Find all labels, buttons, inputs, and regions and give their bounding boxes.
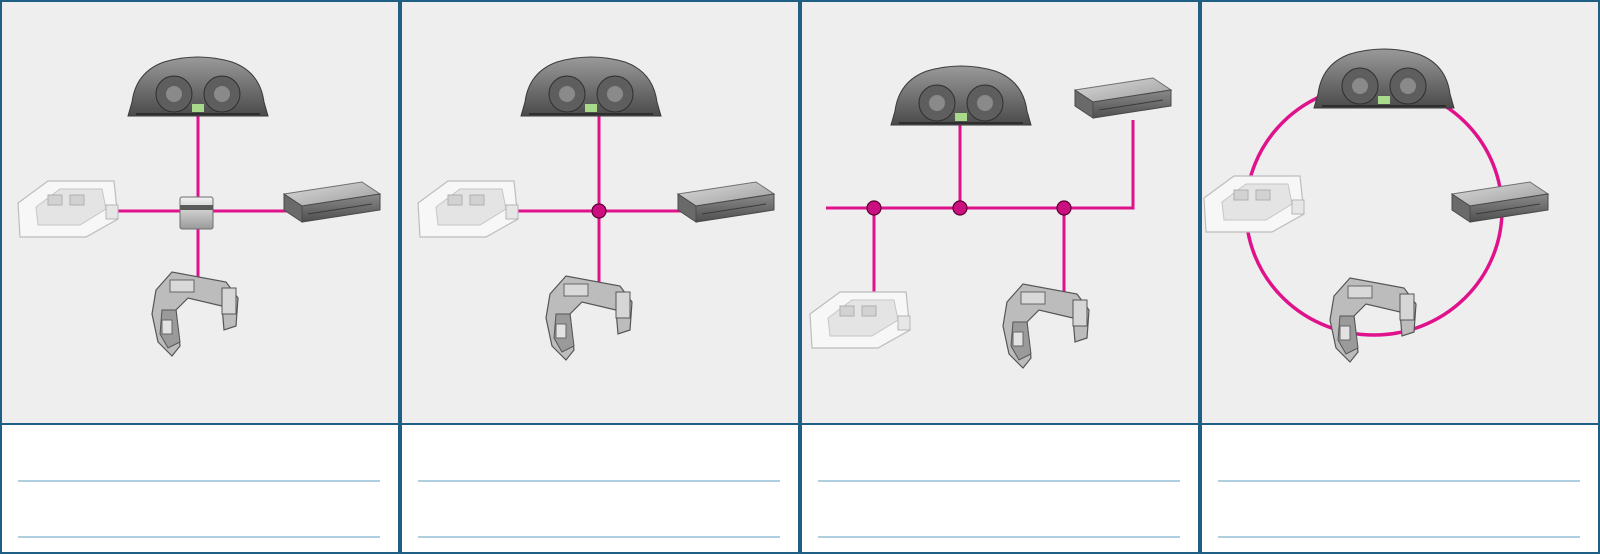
junction-node: [591, 203, 607, 219]
gateway-module: [676, 181, 776, 223]
panel-ring: [1200, 0, 1600, 554]
gateway-module: [1450, 181, 1550, 223]
panel-star-hub: [0, 0, 400, 554]
bus-wiring: [826, 120, 1135, 296]
answer-area: [0, 423, 400, 554]
control-module: [17, 180, 119, 238]
junction-node: [866, 200, 882, 216]
instrument-cluster: [1313, 48, 1455, 109]
control-module: [1203, 175, 1305, 233]
steering-column-unit: [151, 271, 239, 357]
panel-linear-bus: [800, 0, 1200, 554]
junction-node: [952, 200, 968, 216]
steering-column-unit: [1329, 277, 1417, 363]
control-module: [809, 291, 911, 349]
junction-node: [1056, 200, 1072, 216]
hub-box: [179, 196, 214, 230]
gateway-module: [1073, 77, 1173, 119]
instrument-cluster: [127, 56, 269, 117]
instrument-cluster: [890, 65, 1032, 126]
gateway-module: [282, 181, 382, 223]
steering-column-unit: [545, 275, 633, 361]
answer-area: [1200, 423, 1600, 554]
panel-ring-diagram: [1200, 0, 1600, 554]
panel-linear-bus-diagram: [800, 0, 1200, 554]
panel-star-junction: [400, 0, 800, 554]
answer-area: [800, 423, 1200, 554]
answer-area: [400, 423, 800, 554]
panel-star-junction-diagram: [400, 0, 800, 554]
panel-star-hub-diagram: [0, 0, 400, 554]
steering-column-unit: [1002, 283, 1090, 369]
diagram-area: [800, 0, 1200, 425]
control-module: [417, 180, 519, 238]
instrument-cluster: [520, 56, 662, 117]
